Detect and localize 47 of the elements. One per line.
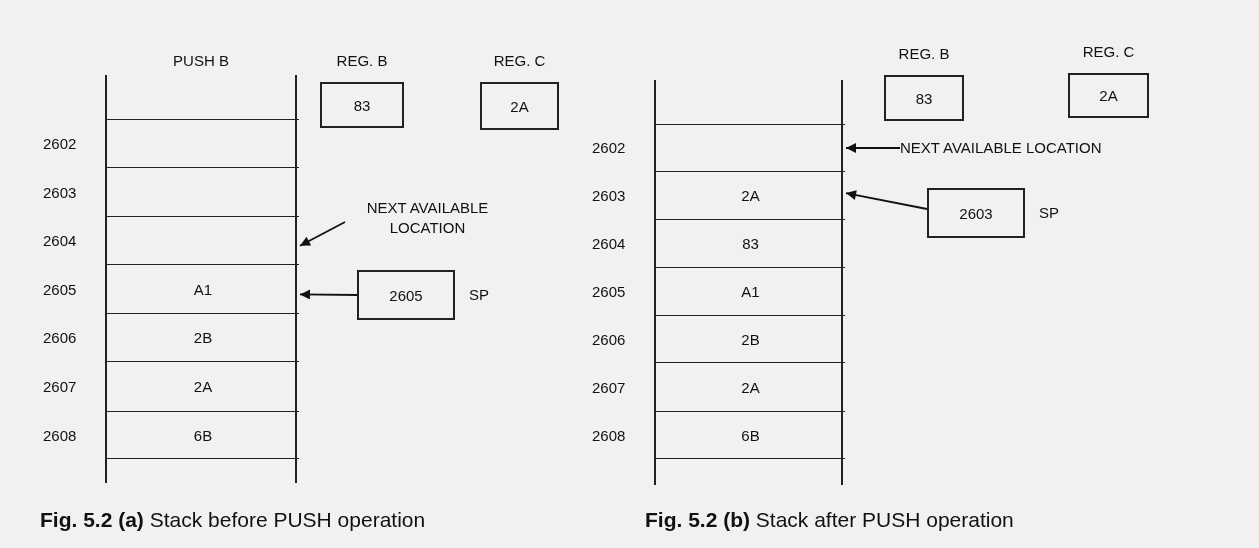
- stack-cell: [107, 119, 299, 168]
- annotation-text: NEXT AVAILABLE LOCATION: [345, 198, 510, 238]
- stack-cell: 6B: [656, 412, 845, 459]
- address-label: 2605: [43, 279, 77, 300]
- address-label: 2603: [43, 182, 77, 203]
- address-label: 2607: [592, 377, 626, 398]
- figure-caption: Fig. 5.2 (a) Stack before PUSH operation: [40, 508, 426, 532]
- register-box: 83: [884, 75, 964, 121]
- register-name: SP: [1039, 203, 1059, 223]
- arrow: [299, 289, 358, 300]
- address-label: 2604: [43, 231, 77, 251]
- address-label: 2606: [43, 328, 77, 348]
- arrow: [845, 190, 928, 210]
- stack-cell: 2A: [656, 363, 845, 412]
- address-label: 2604: [592, 234, 626, 254]
- stack-heading: PUSH B: [172, 52, 230, 69]
- register-name: SP: [469, 285, 489, 305]
- stack-cell: 2B: [656, 316, 845, 363]
- register-box: 2A: [1068, 73, 1149, 118]
- address-label: 2608: [592, 425, 626, 446]
- address-label: 2606: [592, 329, 626, 350]
- address-label: 2607: [43, 377, 77, 397]
- arrow: [299, 221, 346, 247]
- register-label: REG. B: [335, 52, 389, 69]
- register-box: 2A: [480, 82, 559, 130]
- stack-cell: A1: [107, 265, 299, 314]
- stack-cell: 6B: [107, 412, 299, 459]
- address-label: 2602: [592, 138, 626, 158]
- register-label: REG. C: [492, 52, 547, 69]
- address-label: 2602: [43, 133, 77, 154]
- stack-cell: [656, 124, 845, 172]
- register-label: REG. B: [897, 45, 951, 62]
- arrow: [845, 143, 901, 153]
- figure-caption: Fig. 5.2 (b) Stack after PUSH operation: [645, 508, 1014, 532]
- stack-cell: 2A: [107, 362, 299, 412]
- address-label: 2608: [43, 425, 77, 446]
- register-box: 2605: [357, 270, 455, 320]
- register-label: REG. C: [1081, 43, 1136, 60]
- address-label: 2605: [592, 282, 626, 302]
- annotation-text: NEXT AVAILABLE LOCATION: [900, 138, 1102, 158]
- stack-cell: 2B: [107, 314, 299, 362]
- stack-cell: A1: [656, 268, 845, 316]
- register-box: 83: [320, 82, 404, 128]
- register-box: 2603: [927, 188, 1025, 238]
- stack-cell: 83: [656, 220, 845, 268]
- stack-cell: 2A: [656, 172, 845, 220]
- address-label: 2603: [592, 186, 626, 206]
